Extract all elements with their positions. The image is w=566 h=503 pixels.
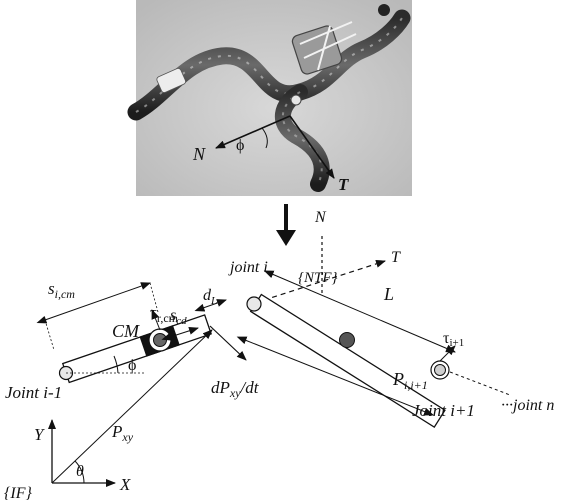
cm-left (153, 333, 167, 347)
photo-normal-arrow (215, 115, 291, 149)
label-s-icm: si,cm (48, 279, 75, 301)
snake-band (156, 67, 186, 93)
label-joint-i-1: Joint i-1 (5, 383, 62, 402)
s-icm-dimension (36, 282, 151, 324)
dL-dimension (194, 299, 227, 312)
tau-i+1-arrow (439, 345, 456, 362)
label-N: N (314, 209, 327, 226)
label-theta: θ (76, 463, 84, 480)
label-tau-rcm: τr,cm (150, 303, 179, 325)
cm-right (339, 332, 355, 348)
kinematic-diagram: N T {NTF} joint i si,cm (4, 209, 554, 502)
photo-label-N: N (192, 144, 206, 164)
Pxy-vector (51, 329, 213, 484)
photo-label-T: T (338, 175, 349, 194)
phi-arc (113, 355, 119, 374)
label-joint-i+1: Joint i+1 (412, 401, 475, 420)
label-Y: Y (34, 425, 45, 444)
label-T: T (391, 249, 401, 266)
photo-label-phi: ϕ (236, 137, 244, 154)
snake-head-mechanism (290, 4, 390, 106)
label-joint-i: joint i (228, 259, 268, 276)
P-ii1-dimension (236, 336, 434, 416)
dPxy-arrow (209, 325, 247, 361)
label-phi: ϕ (128, 357, 136, 374)
link-continuation (449, 371, 511, 396)
label-X: X (119, 475, 131, 494)
photo-phi-arc (261, 127, 268, 149)
scd-dimension (161, 326, 199, 341)
label-joint-n: ···joint n (501, 397, 554, 414)
label-NTF: {NTF} (298, 270, 338, 286)
label-Pxy: Pxy (111, 422, 134, 444)
label-P-ii1: Pi,i+1 (392, 369, 428, 392)
label-dPxy: dPxy/dt (211, 378, 260, 400)
label-L: L (383, 284, 394, 304)
joint-i+1-circle (434, 364, 446, 376)
label-scd: scd (170, 307, 187, 327)
theta-arc (74, 460, 85, 484)
joint-i-circle (246, 296, 262, 312)
snake-robot-photo: N ϕ T (127, 0, 412, 196)
label-CM: CM (112, 321, 140, 341)
label-IF: {IF} (4, 485, 33, 502)
photo-tangent-arrow (289, 115, 335, 179)
transition-arrow (276, 204, 296, 246)
tau-rcm-arrow (151, 309, 161, 331)
label-tau-i+1: τi+1 (443, 330, 464, 349)
